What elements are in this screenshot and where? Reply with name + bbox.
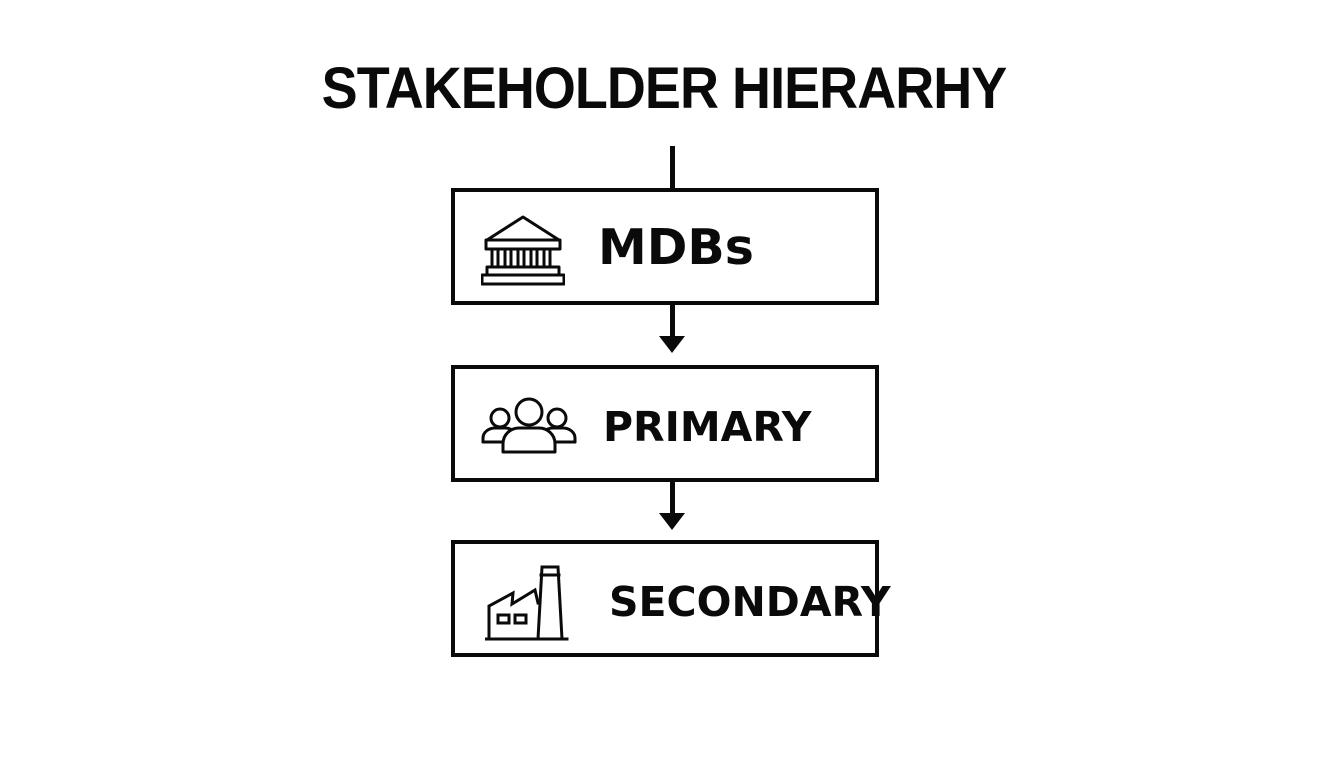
arrow-1-shaft: [670, 305, 675, 338]
node-label: MDBs: [598, 219, 754, 276]
arrow-2-shaft: [670, 482, 675, 514]
people-group-icon: [481, 396, 577, 460]
bank-building-icon: [480, 213, 566, 293]
node-primary: PRIMARY: [451, 365, 879, 482]
arrow-down-icon: [659, 513, 685, 530]
factory-icon: [484, 563, 569, 647]
top-connector-line: [670, 146, 675, 190]
node-label: PRIMARY: [603, 403, 812, 451]
node-secondary: SECONDARY: [451, 540, 891, 657]
diagram-title: STAKEHOLDER HIERARHY: [321, 56, 1008, 121]
arrow-down-icon: [659, 336, 685, 353]
node-mdbs: MDBs: [451, 188, 879, 305]
node-label: SECONDARY: [609, 578, 891, 626]
